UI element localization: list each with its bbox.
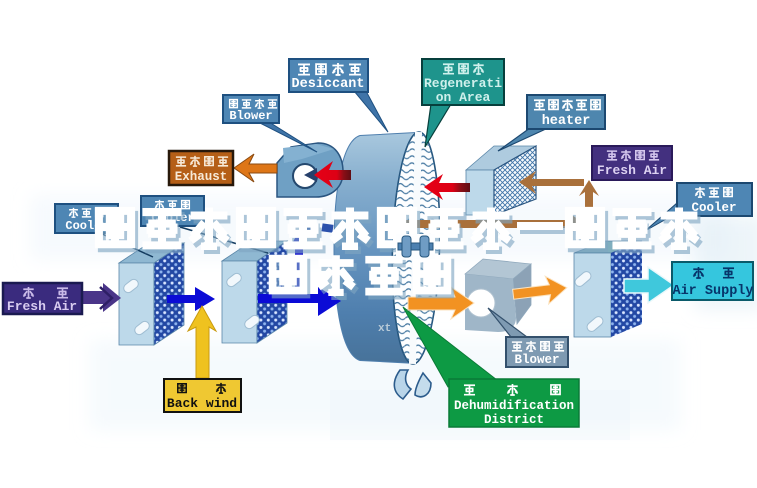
svg-text:Exhaust: Exhaust	[175, 170, 228, 184]
svg-text:xt: xt	[378, 323, 391, 335]
svg-text:Cooler: Cooler	[691, 201, 736, 215]
svg-text:Blower: Blower	[229, 109, 272, 123]
svg-text:Blower: Blower	[514, 353, 559, 367]
svg-text:heater: heater	[542, 114, 591, 129]
svg-text:Desiccant: Desiccant	[292, 77, 365, 92]
svg-text:Fresh Air: Fresh Air	[7, 299, 77, 314]
svg-text:Air Supply: Air Supply	[672, 284, 753, 299]
svg-text:Fresh Air: Fresh Air	[597, 163, 667, 178]
svg-text:District: District	[484, 413, 544, 427]
svg-text:Back wind: Back wind	[167, 396, 237, 411]
svg-text:Dehumidification: Dehumidification	[454, 399, 574, 413]
svg-text:on Area: on Area	[436, 90, 491, 105]
svg-text:Regenerati: Regenerati	[424, 76, 502, 91]
